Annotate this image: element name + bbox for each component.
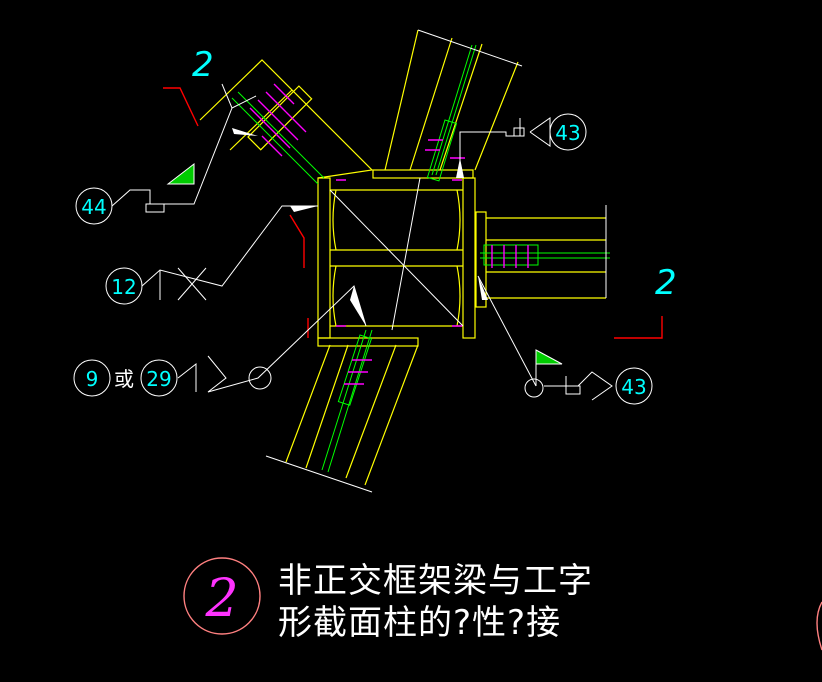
title-line-2: 形截面柱的?性?接 bbox=[278, 603, 561, 643]
callout-or-text: 或 bbox=[114, 367, 134, 391]
svg-text:9: 9 bbox=[86, 367, 99, 391]
callout-9: 9 bbox=[73, 359, 111, 397]
column-center-lines bbox=[329, 177, 464, 331]
beam-lower bbox=[285, 344, 419, 486]
title-line-1: 非正交框架梁与工字 bbox=[278, 561, 593, 601]
beam-lower-cut-line bbox=[265, 455, 373, 493]
stiffener-marks bbox=[336, 179, 462, 327]
beam-upper-right-cut-line bbox=[417, 29, 523, 67]
title-number-circle bbox=[183, 557, 261, 635]
partial-title-circle-edge bbox=[816, 601, 822, 651]
beam-upper-right bbox=[384, 29, 519, 171]
callout-43-right: 43 bbox=[615, 367, 653, 405]
leader-arrowheads bbox=[232, 128, 488, 326]
callout-44: 44 bbox=[75, 187, 113, 225]
beam-right bbox=[486, 217, 606, 299]
svg-text:44: 44 bbox=[81, 195, 106, 219]
callout-12: 12 bbox=[105, 267, 143, 305]
beam-upper-left-bolt-marks bbox=[249, 83, 307, 157]
weld-symbols bbox=[145, 127, 581, 398]
svg-text:12: 12 bbox=[111, 275, 136, 299]
callout-29: 29 bbox=[140, 359, 178, 397]
beam-upper-right-marks bbox=[425, 139, 465, 159]
beam-right-bolt-marks bbox=[491, 245, 529, 268]
beam-upper-right-web bbox=[426, 44, 477, 182]
beam-upper-left bbox=[199, 59, 374, 179]
beam-right-web bbox=[480, 244, 610, 266]
svg-text:29: 29 bbox=[146, 367, 171, 391]
title-number: 2 bbox=[204, 569, 238, 629]
beam-lower-marks bbox=[344, 359, 372, 385]
title-block: 2 非正交框架梁与工字 形截面柱的?性?接 bbox=[183, 557, 593, 643]
beam-upper-left-bolts bbox=[231, 91, 325, 185]
section-cut-marks bbox=[163, 87, 663, 339]
svg-text:43: 43 bbox=[555, 121, 580, 145]
column-i-section bbox=[317, 169, 487, 347]
callout-43-top: 43 bbox=[549, 113, 587, 151]
svg-text:43: 43 bbox=[621, 375, 646, 399]
section-mark-upper-left: 2 bbox=[192, 45, 214, 85]
weld-flags bbox=[166, 162, 563, 386]
section-mark-right: 2 bbox=[655, 263, 677, 303]
